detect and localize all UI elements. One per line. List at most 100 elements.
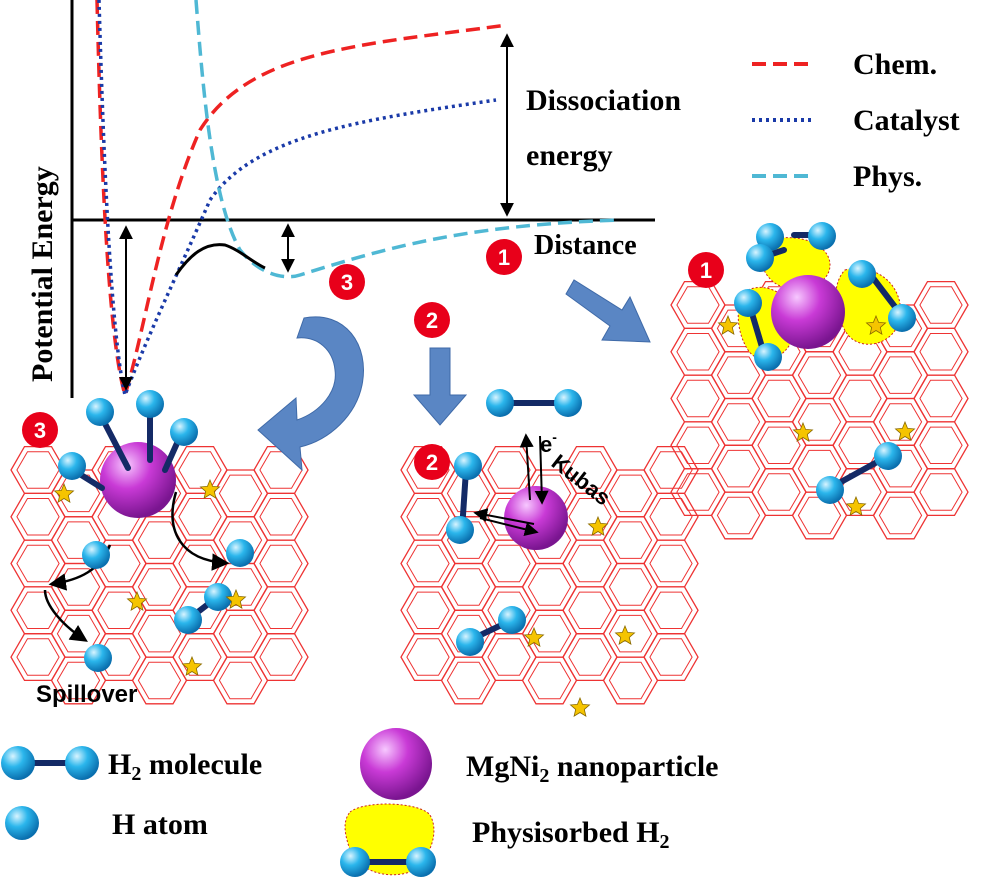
hexagon-inner-ring <box>178 638 222 676</box>
h-atom <box>454 452 482 480</box>
hexagon-inner-ring <box>16 498 60 536</box>
spillover-label: Spillover <box>36 681 137 708</box>
hexagon-inner-ring <box>608 474 653 513</box>
dopant-star-icon <box>792 421 814 442</box>
hexagon-ring <box>872 351 929 400</box>
spillover-arrow-2 <box>171 491 230 571</box>
hexagon-ring <box>791 351 848 400</box>
hexagon-inner-ring <box>406 544 450 583</box>
hexagon-inner-ring <box>608 521 653 559</box>
hexagon-ring <box>50 562 107 611</box>
dopant-star-icon <box>181 655 203 676</box>
hexagon-inner-ring <box>259 498 303 536</box>
hexagon-ring <box>913 421 969 470</box>
kubas-arrow-down <box>534 435 549 505</box>
hexagon-inner-ring <box>56 568 101 606</box>
hexagon-ring <box>253 539 309 588</box>
key-h2-molecule-icon <box>1 746 99 780</box>
h-atom <box>754 343 782 371</box>
hexagon-ring <box>10 633 66 682</box>
h-atom <box>874 442 902 470</box>
dopant-star-icon <box>587 515 609 536</box>
kubas-arrow-up <box>519 433 534 501</box>
h-atom <box>86 398 114 426</box>
hexagon-ring <box>670 374 726 423</box>
hexagon-ring <box>400 586 456 635</box>
hexagon-inner-ring <box>446 568 491 606</box>
hexagon-inner-ring <box>487 451 531 489</box>
mgni2-particle <box>504 486 568 550</box>
hexagon-inner-ring <box>797 403 842 441</box>
hexagon-ring <box>521 562 578 611</box>
hexagon-inner-ring <box>137 568 182 606</box>
svg-text:3: 3 <box>341 270 353 295</box>
hexagon-inner-ring <box>137 521 182 559</box>
electron-label: e- <box>540 429 557 457</box>
dopant-star-icon <box>717 314 739 335</box>
h-atom <box>498 606 526 634</box>
key-h-atom-icon <box>5 806 39 840</box>
h-atom <box>456 628 484 656</box>
hexagon-inner-ring <box>649 544 693 583</box>
h-atom <box>174 606 202 634</box>
chem-curve <box>95 0 508 402</box>
hexagon-inner-ring <box>406 591 450 629</box>
hexagon-inner-ring <box>676 333 720 371</box>
energy-plot: Potential Energy Distance Dissociation e… <box>26 0 681 402</box>
h-atom <box>746 244 774 272</box>
key-mgni2-label: MgNi2 nanoparticle <box>466 750 719 787</box>
svg-text:2: 2 <box>426 308 438 333</box>
hexagon-inner-ring <box>676 426 720 464</box>
hexagon-ring <box>710 397 767 446</box>
h-atom <box>756 223 784 251</box>
barrier-curve <box>174 243 266 276</box>
arrow-to-physisorption <box>565 279 651 343</box>
hexagon-ring <box>643 492 699 541</box>
legend-phys-label: Phys. <box>853 160 922 193</box>
flow-arrows <box>257 279 651 472</box>
dopant-star-icon <box>894 420 916 441</box>
legend-chem-label: Chem. <box>853 48 937 81</box>
h-atom <box>136 390 164 418</box>
hexagon-inner-ring <box>919 473 963 511</box>
hexagon-ring <box>172 492 228 541</box>
key-h-atom-label: H atom <box>112 808 208 841</box>
svg-text:3: 3 <box>34 418 46 443</box>
hexagon-inner-ring <box>716 356 761 394</box>
hexagon-inner-ring <box>608 661 653 700</box>
hexagon-inner-ring <box>487 638 531 676</box>
dopant-stars <box>53 314 916 717</box>
spillover-arrow-3 <box>43 589 88 642</box>
step-badge-3-chart: 3 <box>329 264 365 300</box>
hexagon-inner-ring <box>676 379 720 418</box>
hexagon-ring <box>562 633 618 682</box>
hexagon-inner-ring <box>649 591 693 629</box>
hexagon-inner-ring <box>878 356 923 394</box>
phys-curve <box>194 0 621 279</box>
dopant-star-icon <box>523 626 545 647</box>
dopant-star-icon <box>225 588 247 609</box>
step-badge-2-top: 2 <box>414 302 450 338</box>
hexagon-ring <box>521 656 578 705</box>
hexagon-inner-ring <box>649 498 693 536</box>
hexagon-inner-ring <box>568 544 612 583</box>
h-atom <box>446 516 474 544</box>
h-atom <box>58 452 86 480</box>
down-arrow-to-kubas <box>412 347 468 426</box>
hexagon-ring <box>913 327 969 376</box>
spillover-cluster: Spillover <box>36 442 230 708</box>
hexagon-inner-ring <box>178 451 222 489</box>
step-badge-1-chart: 1 <box>486 239 522 275</box>
dopant-star-icon <box>569 696 591 717</box>
hexagon-ring <box>172 445 228 495</box>
hexagon-inner-ring <box>716 449 761 488</box>
svg-text:1: 1 <box>700 258 712 283</box>
hexagon-inner-ring <box>259 591 303 629</box>
hexagon-inner-ring <box>716 403 761 441</box>
h-atom <box>816 476 844 504</box>
hexagon-inner-ring <box>838 379 882 418</box>
physisorbed-cloud-right <box>835 268 902 345</box>
hexagon-inner-ring <box>178 544 222 583</box>
catalyst-curve <box>97 0 497 401</box>
